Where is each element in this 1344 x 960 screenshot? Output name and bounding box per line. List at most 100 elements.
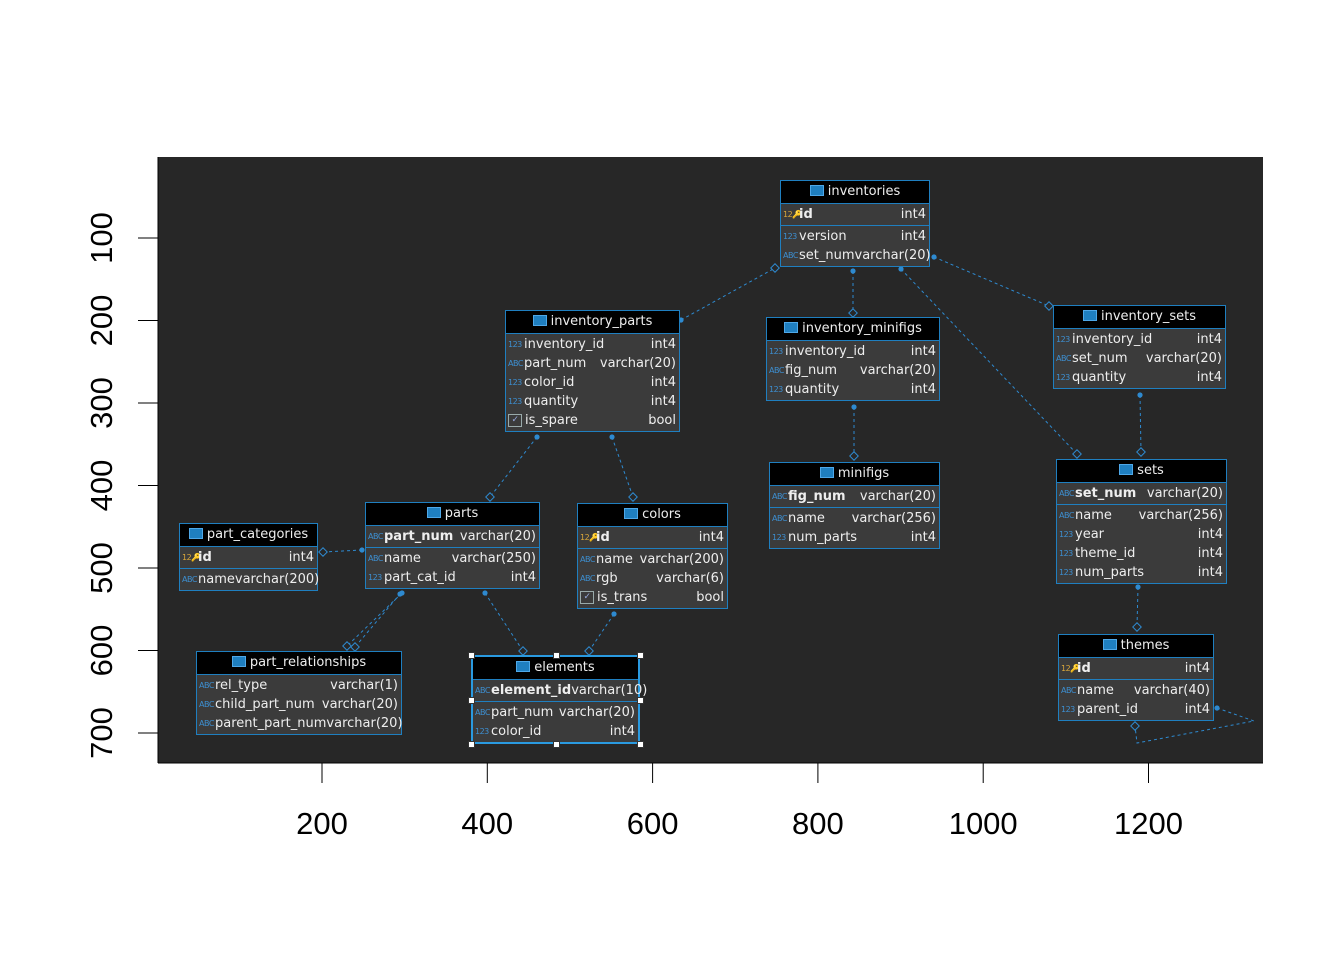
- relationship-end-dot: [611, 611, 617, 617]
- relationship-line[interactable]: [322, 549, 363, 553]
- relationship-end-dot: [898, 266, 904, 272]
- selection-handle[interactable]: [468, 741, 475, 748]
- table-icon: [231, 656, 246, 667]
- relationship-line[interactable]: [1134, 707, 1256, 744]
- column-type: varchar(256): [851, 511, 936, 526]
- selection-handle[interactable]: [552, 741, 560, 748]
- entity-name: parts: [444, 506, 479, 521]
- column-name: color_id: [491, 724, 542, 739]
- text-type-icon: ABC: [508, 359, 523, 368]
- entity-header[interactable]: minifigs: [770, 463, 939, 486]
- selection-handle[interactable]: [637, 696, 644, 704]
- entity-header[interactable]: parts: [366, 503, 539, 526]
- entity-header[interactable]: inventories: [781, 181, 929, 204]
- relationship-end-diamond: [1130, 721, 1140, 731]
- entity-header[interactable]: part_relationships: [197, 652, 401, 675]
- selection-handle[interactable]: [468, 652, 475, 659]
- relationship-line[interactable]: [588, 613, 615, 652]
- entity-header[interactable]: inventory_sets: [1054, 306, 1225, 329]
- entity-header[interactable]: elements: [473, 657, 638, 680]
- column-type: int4: [650, 337, 676, 352]
- entity-name: inventories: [827, 184, 901, 199]
- table-icon: [426, 507, 441, 518]
- primary-key-icon: 12🔑: [580, 533, 599, 542]
- entity-header[interactable]: sets: [1057, 460, 1226, 483]
- entity-header[interactable]: part_categories: [180, 524, 317, 547]
- relationship-line[interactable]: [900, 268, 1078, 455]
- relationship-line[interactable]: [933, 256, 1050, 307]
- table-icon: [624, 508, 639, 519]
- entity-header[interactable]: colors: [578, 504, 727, 527]
- selection-handle[interactable]: [552, 652, 560, 659]
- column-type: int4: [1197, 565, 1223, 580]
- relationship-line[interactable]: [1136, 586, 1139, 628]
- entity-header[interactable]: themes: [1059, 635, 1213, 658]
- entity-header[interactable]: inventory_minifigs: [767, 318, 939, 341]
- column-type: varchar(20): [326, 716, 403, 731]
- relationship-end-diamond: [849, 451, 859, 461]
- column-type: int4: [510, 570, 536, 585]
- relationship-line[interactable]: [346, 592, 403, 647]
- entity-header[interactable]: inventory_parts: [506, 311, 679, 334]
- selection-handle[interactable]: [637, 652, 644, 659]
- relationship-line[interactable]: [611, 436, 634, 498]
- selection-handle[interactable]: [637, 741, 644, 748]
- text-type-icon: ABC: [1059, 511, 1074, 520]
- selection-handle[interactable]: [468, 696, 475, 704]
- relationship-line[interactable]: [489, 436, 538, 498]
